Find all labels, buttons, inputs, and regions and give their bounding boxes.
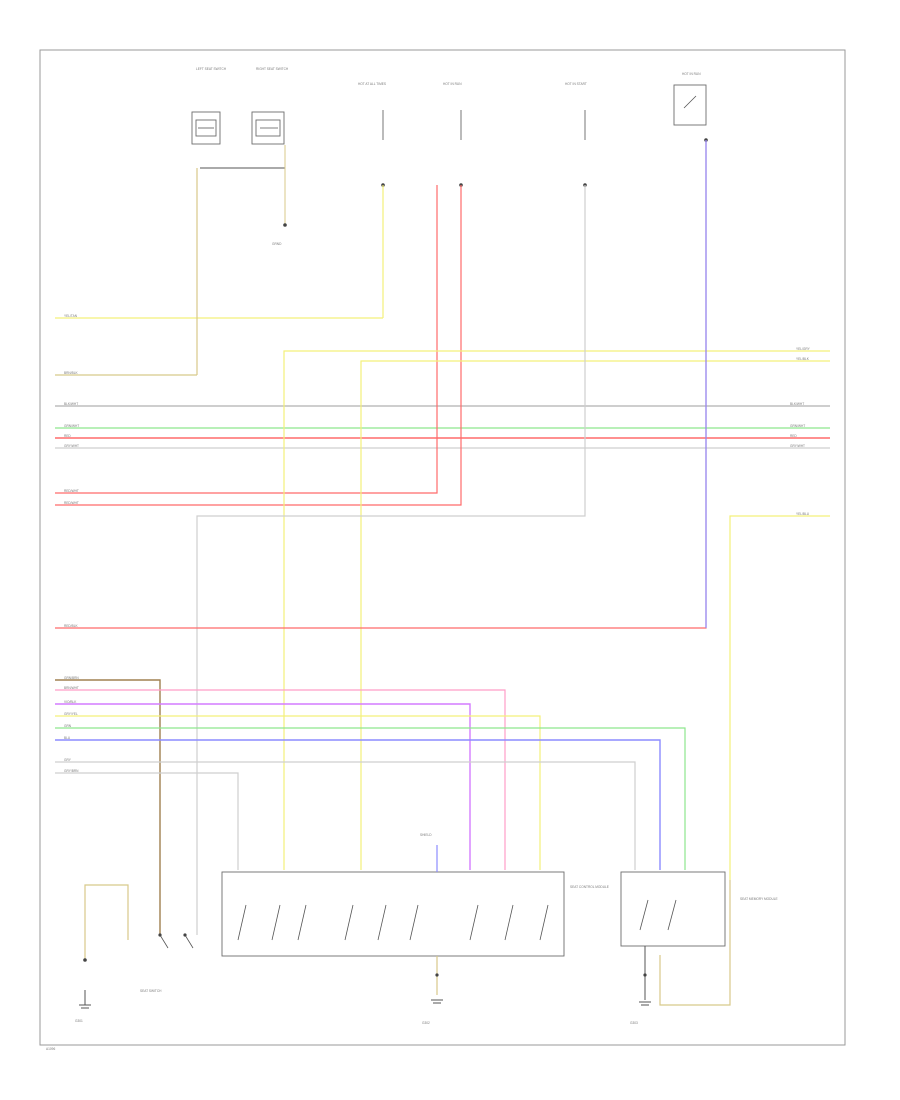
top-fuse-c-label: HOT IN START <box>565 82 587 86</box>
wire-grn <box>55 727 686 870</box>
left-label-0: YEL/TAN <box>64 314 78 318</box>
left-label-1: BRN/BLK <box>64 371 79 375</box>
control-module-switches <box>237 904 549 941</box>
diagram-frame <box>39 49 846 1046</box>
top-switch-left: LEFT SEAT SWITCH <box>191 67 227 145</box>
left-connector-labels: YEL/TAN BRN/BLK BLK/WHT GRN/WHT RED GRY/… <box>64 314 79 773</box>
left-label-12: GRY/YEL <box>64 712 78 716</box>
wire-yel-gry <box>283 350 830 870</box>
left-label-16: GRY/BRN <box>64 769 79 773</box>
bottom-left-ground: G301 <box>75 884 129 1023</box>
wire-vio-blk <box>55 703 471 870</box>
wire-gry <box>55 761 636 870</box>
wire-red-wht-b <box>55 185 462 506</box>
top-ground: GRND <box>272 223 287 246</box>
left-label-9: GRN/BRN <box>64 676 79 680</box>
wire-blu <box>55 739 661 870</box>
bottom-control-module-label: SEAT CONTROL MODULE <box>570 885 609 889</box>
bottom-seat-switch-label: SEAT SWITCH <box>140 989 162 993</box>
wire-brn-wht <box>55 689 506 870</box>
top-fuse-a-label: HOT AT ALL TIMES <box>358 82 386 86</box>
right-label-2: BLK/WHT <box>790 402 804 406</box>
left-label-8: RED/BLK <box>64 624 79 628</box>
wire-gry-brn <box>55 772 239 870</box>
wire-yel-blu <box>729 515 830 880</box>
wire-gry-main <box>196 185 586 935</box>
left-label-13: GRN <box>64 724 72 728</box>
left-label-6: RED/WHT <box>64 489 79 493</box>
top-fuse-b-label: HOT IN RUN <box>443 82 462 86</box>
wire-grn-brn <box>55 679 161 935</box>
top-relay-d-label: HOT IN RUN <box>682 72 701 76</box>
bottom-center-ground: G302 <box>422 956 443 1025</box>
top-relay-d: HOT IN RUN <box>673 72 708 142</box>
bottom-memory-module-label: SEAT MEMORY MODULE <box>740 897 778 901</box>
svg-text:SHIELD: SHIELD <box>420 833 432 837</box>
bottom-right-ground: G303 <box>630 946 651 1025</box>
wire-red-wht-a <box>55 185 438 494</box>
left-label-15: GRY <box>64 758 72 762</box>
right-label-4: RED <box>790 434 797 438</box>
left-label-11: VIO/BLK <box>64 700 77 704</box>
svg-text:GRND: GRND <box>272 242 282 246</box>
top-switch-right: RIGHT SEAT SWITCH <box>251 67 289 145</box>
bottom-memory-module: SEAT MEMORY MODULE <box>620 871 778 1006</box>
right-label-0: YEL/GRY <box>796 347 811 351</box>
left-label-10: BRN/WHT <box>64 686 79 690</box>
right-label-3: GRN/WHT <box>790 424 805 428</box>
bottom-seat-switch: SEAT SWITCH <box>140 933 194 993</box>
left-label-5: GRY/WHT <box>64 444 79 448</box>
wire-gry-yel <box>55 715 541 870</box>
top-switch-right-label: RIGHT SEAT SWITCH <box>256 67 289 71</box>
left-label-3: GRN/WHT <box>64 424 79 428</box>
left-label-4: RED <box>64 434 71 438</box>
footer-code: A1096 <box>46 1047 55 1051</box>
bottom-center-ground-label: G302 <box>422 1021 430 1025</box>
wire-yel-blk <box>360 360 830 870</box>
bottom-control-module: SEAT CONTROL MODULE SHIELD <box>221 833 609 957</box>
left-label-7: RED/WHT <box>64 501 79 505</box>
right-connector-labels: YEL/GRY YEL/BLK BLK/WHT GRN/WHT RED GRY/… <box>790 347 811 516</box>
bottom-right-ground-label: G303 <box>630 1021 638 1025</box>
left-label-2: BLK/WHT <box>64 402 78 406</box>
wire-red-blk <box>55 140 707 629</box>
right-label-5: GRY/WHT <box>790 444 805 448</box>
top-fuse-b: HOT IN RUN <box>443 82 463 187</box>
top-fuse-c: HOT IN START <box>565 82 587 187</box>
right-label-6: YEL/BLU <box>796 512 810 516</box>
top-switch-left-label: LEFT SEAT SWITCH <box>196 67 227 71</box>
top-fuse-a: HOT AT ALL TIMES <box>358 82 386 187</box>
bottom-left-ground-label: G301 <box>75 1019 83 1023</box>
right-label-1: YEL/BLK <box>796 357 810 361</box>
left-label-14: BLU <box>64 736 71 740</box>
